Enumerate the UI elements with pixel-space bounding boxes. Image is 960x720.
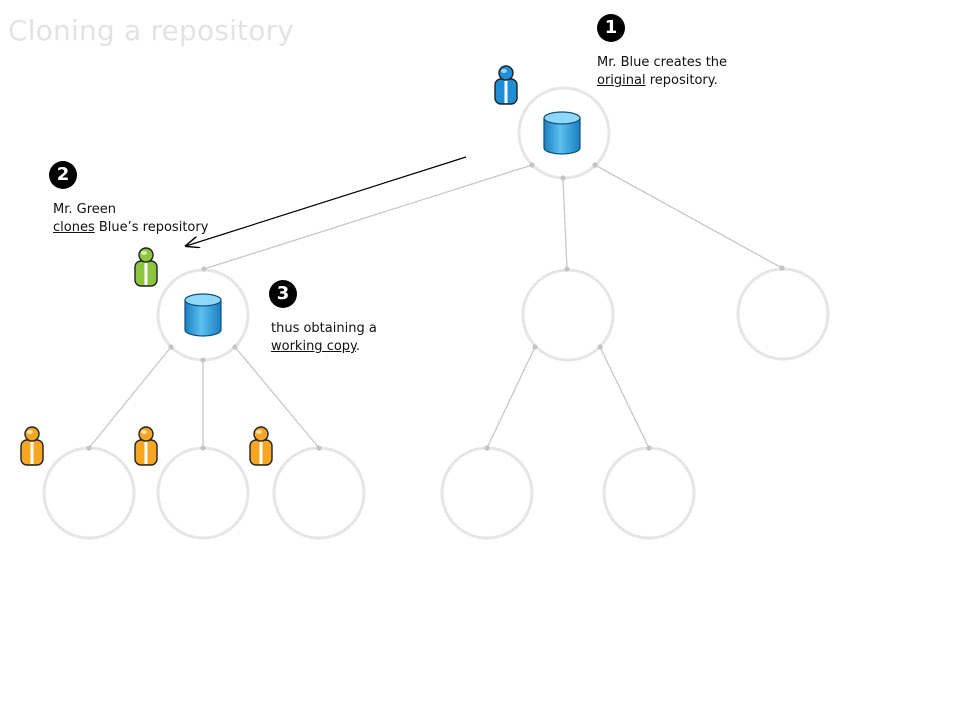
person-icon-orange: [134, 426, 158, 466]
database-icon: [184, 293, 222, 337]
step-1-line1: Mr. Blue creates the: [597, 55, 728, 70]
page-title: Cloning a repository: [8, 14, 295, 47]
edge-mid-to-child2: [599, 346, 650, 449]
clone-arrow: [186, 156, 467, 246]
node-leaf-1: [42, 446, 136, 540]
step-3-keyword: working copy: [271, 339, 356, 354]
node-right: [736, 267, 830, 361]
edge-root-to-mid: [562, 177, 568, 270]
edge-root-to-green: [203, 164, 533, 270]
edge-root-to-right: [594, 164, 783, 269]
step-1-keyword: original: [597, 73, 646, 88]
person-icon-orange: [20, 426, 44, 466]
node-leaf-3: [272, 446, 366, 540]
step-3-caption: thus obtaining a working copy.: [271, 320, 377, 356]
step-2-caption: Mr. Green clones Blue’s repository: [53, 201, 208, 237]
person-icon-green: [134, 247, 158, 287]
step-1-badge: 1: [597, 14, 625, 42]
person-icon-orange: [249, 426, 273, 466]
step-3-line2: .: [355, 339, 361, 354]
step-2-line1: Mr. Green: [53, 202, 117, 217]
node-leaf-5: [602, 446, 696, 540]
step-1-caption: Mr. Blue creates the original repository…: [597, 54, 727, 90]
step-3-line1: thus obtaining a: [271, 321, 377, 336]
edge-green-to-child3: [234, 346, 320, 449]
edge-mid-to-child1: [486, 346, 536, 449]
step-2-keyword: clones: [53, 220, 95, 235]
step-1-line2: repository.: [645, 73, 718, 88]
edge-green-to-child1: [88, 346, 172, 449]
node-leaf-2: [156, 446, 250, 540]
step-2-line2: Blue’s repository: [94, 220, 209, 235]
step-3-badge: 3: [269, 280, 297, 308]
person-icon-blue: [494, 65, 518, 105]
database-icon: [543, 111, 581, 155]
step-2-badge: 2: [49, 161, 77, 189]
node-leaf-4: [440, 446, 534, 540]
